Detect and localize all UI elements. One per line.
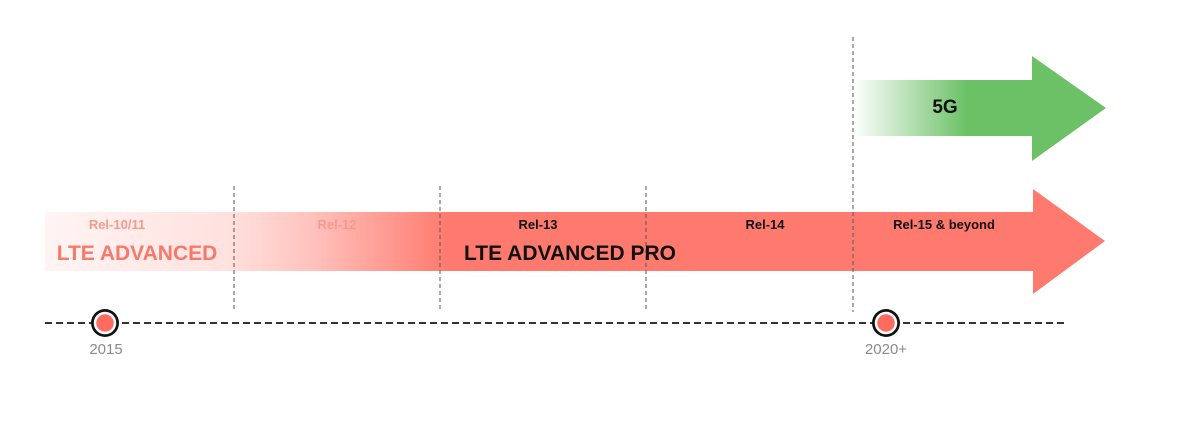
timeline-year-2015: 2015 (89, 341, 123, 358)
timeline-year-2020-plus: 2020+ (864, 341, 908, 358)
fiveg-arrow (853, 56, 1106, 161)
release-label-rel-13: Rel-13 (518, 217, 558, 232)
lte-arrow (45, 189, 1105, 294)
release-label-rel-12: Rel-12 (317, 217, 357, 232)
fiveg-label: 5G (932, 97, 958, 118)
timeline-marker-2020 (872, 309, 900, 337)
release-label-rel-14: Rel-14 (745, 217, 785, 232)
era-label-lte-advanced: LTE ADVANCED (56, 242, 218, 265)
timeline-marker-2015 (91, 309, 119, 337)
era-label-lte-advanced-pro: LTE ADVANCED PRO (464, 242, 676, 265)
release-label-rel-10-11: Rel-10/11 (88, 217, 146, 232)
release-label-rel-15-beyond: Rel-15 & beyond (893, 217, 995, 232)
